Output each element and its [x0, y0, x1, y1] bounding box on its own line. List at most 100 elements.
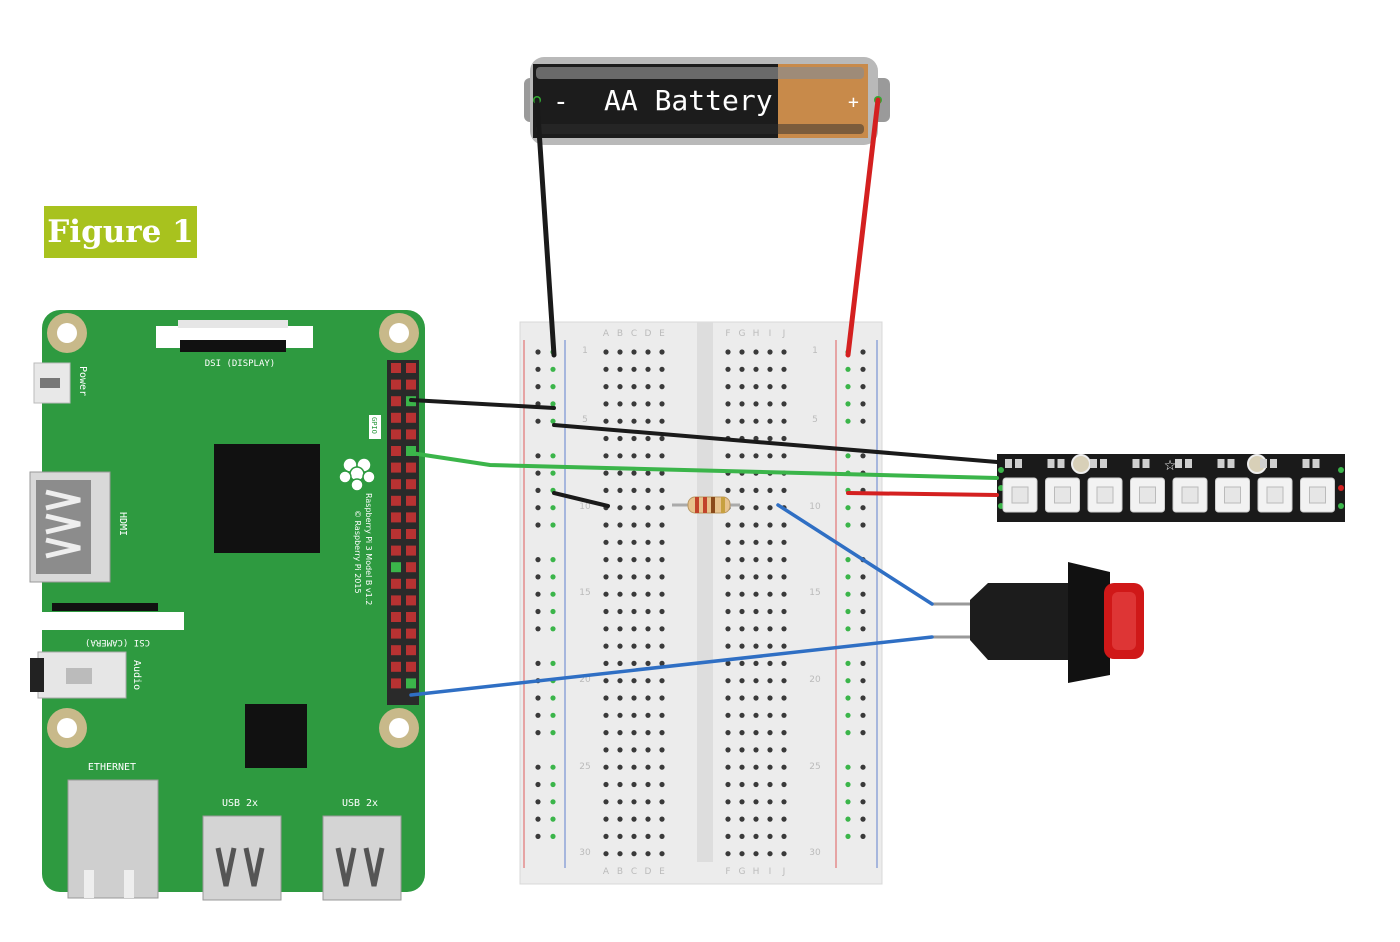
gpio-pin: [406, 545, 416, 556]
rail-hole: [550, 781, 556, 788]
breadboard-hole: [659, 591, 665, 597]
breadboard-hole: [631, 833, 637, 840]
smd-capacitor: [1100, 459, 1107, 468]
rail-hole: [550, 799, 556, 805]
breadboard-hole: [767, 522, 773, 528]
gpio-pin: [406, 595, 416, 606]
wires: [409, 97, 999, 697]
wire-battery-negative: [534, 97, 557, 358]
bb-row-5: 5: [582, 415, 588, 425]
breadboard-hole: [631, 418, 637, 424]
raspberry-logo-icon: [338, 457, 376, 492]
gpio-pin: [406, 678, 416, 689]
breadboard-hole: [781, 781, 787, 788]
breadboard-hole: [659, 608, 665, 615]
wire-battery-positive: [845, 97, 881, 358]
breadboard-hole: [739, 799, 745, 805]
raspberry-pi-board: DSI (DISPLAY) Power HDMI GPIO Raspberry …: [29, 310, 425, 901]
breadboard-hole: [767, 384, 773, 390]
hdmi-label: HDMI: [117, 512, 128, 536]
breadboard-hole: [753, 781, 759, 788]
smd-capacitor: [1057, 459, 1065, 468]
breadboard-hole: [753, 591, 759, 597]
breadboard-hole: [739, 522, 745, 528]
breadboard-hole: [781, 574, 787, 580]
rail-hole: [860, 401, 866, 407]
breadboard-hole: [767, 781, 773, 788]
breadboard-hole: [603, 626, 609, 632]
breadboard-hole: [603, 643, 609, 649]
breadboard-hole: [753, 574, 759, 580]
bb-col-c: C: [631, 329, 637, 339]
gpio-pin: [406, 562, 416, 573]
wire-gpio-data: [409, 451, 999, 480]
aa-battery: - AA Battery +: [524, 57, 890, 145]
gpio-pin: [391, 529, 401, 539]
bb-col-a: A: [603, 329, 610, 339]
breadboard-hole: [781, 435, 787, 442]
gpio-pin: [391, 595, 401, 606]
breadboard-hole: [631, 626, 637, 632]
smd-capacitor: [1015, 459, 1022, 468]
bb-row-15: 15: [579, 588, 590, 598]
power-label: Power: [77, 366, 88, 396]
mounting-holes: [47, 313, 419, 748]
breadboard-hole: [603, 401, 609, 407]
breadboard-hole: [659, 712, 665, 718]
star-icon: ☆: [1164, 458, 1177, 474]
breadboard-hole: [781, 522, 787, 528]
breadboard-hole: [645, 816, 651, 822]
breadboard-hole: [753, 557, 759, 563]
rail-hole: [845, 591, 851, 597]
breadboard-hole: [645, 695, 651, 701]
breadboard-hole: [739, 833, 745, 840]
breadboard-hole: [631, 435, 637, 442]
gpio-pin: [391, 462, 401, 473]
rail-hole: [535, 730, 541, 736]
breadboard-hole: [603, 384, 609, 390]
breadboard-hole: [617, 816, 623, 822]
breadboard-hole: [767, 349, 773, 355]
breadboard-hole: [739, 816, 745, 822]
rail-hole: [550, 401, 556, 407]
gpio-pin: [391, 678, 401, 689]
breadboard-hole: [659, 799, 665, 805]
bb-row-30-right: 30: [809, 848, 821, 858]
breadboard-hole: [739, 557, 745, 563]
breadboard-hole: [659, 435, 665, 442]
breadboard-hole: [631, 678, 637, 684]
breadboard-hole: [659, 660, 665, 667]
breadboard-hole: [659, 487, 665, 493]
breadboard-hole: [659, 643, 665, 649]
breadboard-hole: [739, 781, 745, 788]
breadboard-hole: [631, 608, 637, 615]
dsi-label: DSI (DISPLAY): [205, 359, 275, 369]
breadboard-hole: [645, 678, 651, 684]
breadboard-hole: [739, 712, 745, 718]
breadboard-holes: [535, 349, 866, 857]
bb-row-30: 30: [579, 848, 591, 858]
rail-hole: [860, 660, 866, 667]
breadboard-hole: [659, 816, 665, 822]
rail-hole: [535, 505, 541, 511]
breadboard-hole: [603, 833, 609, 840]
bb-col-b-bottom: B: [617, 867, 623, 877]
rail-hole: [550, 608, 556, 615]
wire-ground-to-strip: [552, 423, 999, 464]
smd-capacitor: [1227, 459, 1235, 468]
breadboard-hole: [617, 695, 623, 701]
breadboard-hole: [645, 401, 651, 407]
breadboard-hole: [659, 833, 665, 840]
breadboard-hole: [767, 816, 773, 822]
breadboard-hole: [617, 591, 623, 597]
bb-row-25: 25: [579, 762, 590, 772]
breadboard-hole: [603, 695, 609, 701]
smd-capacitor: [1217, 459, 1225, 468]
rail-hole: [845, 781, 851, 788]
rail-hole: [860, 384, 866, 390]
breadboard-hole: [659, 505, 665, 511]
breadboard-hole: [617, 384, 623, 390]
breadboard-hole: [781, 660, 787, 667]
smd-capacitor: [1142, 459, 1150, 468]
audio-label: Audio: [131, 660, 142, 690]
